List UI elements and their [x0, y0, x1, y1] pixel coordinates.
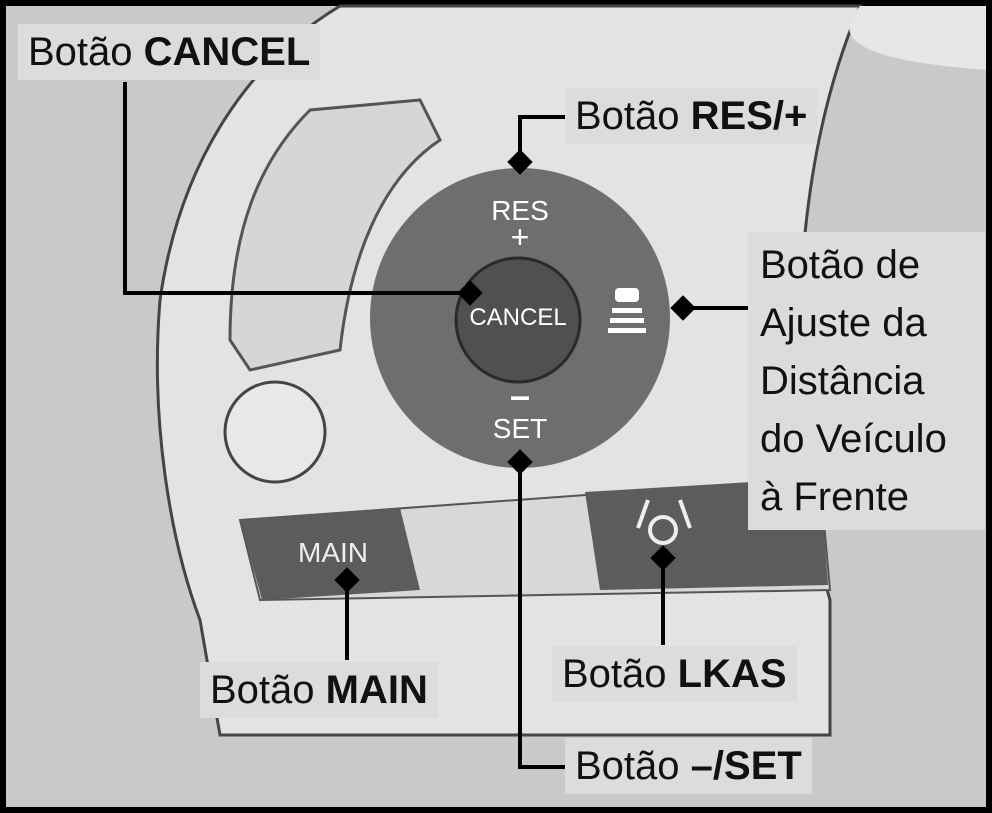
plus-text: +: [511, 219, 530, 255]
label-line: Ajuste da: [760, 301, 927, 345]
round-button[interactable]: [223, 380, 327, 484]
res-text: RES: [491, 195, 549, 226]
label-res-button: Botão RES/+: [565, 88, 818, 144]
upper-left-button: [228, 98, 442, 372]
leader-lines: [123, 82, 748, 769]
following-distance-icon: [608, 288, 646, 333]
label-name: LKAS: [677, 652, 787, 696]
label-prefix: Botão: [210, 668, 315, 712]
label-set-button: Botão –/SET: [565, 738, 812, 794]
label-name: CANCEL: [143, 30, 311, 74]
label-name: –/SET: [690, 744, 802, 788]
label-main-button: Botão MAIN: [200, 662, 438, 718]
minus-text: –: [510, 375, 530, 416]
main-button-text: MAIN: [298, 537, 368, 568]
cancel-button[interactable]: [454, 256, 582, 384]
set-text: SET: [493, 413, 547, 444]
label-name: RES/+: [690, 94, 808, 138]
label-line: Botão de: [760, 243, 921, 287]
label-cancel-button: Botão CANCEL: [18, 24, 321, 80]
label-line: do Veículo: [760, 417, 947, 461]
label-prefix: Botão: [28, 30, 133, 74]
cancel-text: CANCEL: [469, 304, 566, 331]
label-prefix: Botão: [575, 744, 680, 788]
main-button[interactable]: [240, 508, 420, 600]
leader-diamonds: [334, 149, 696, 593]
label-distance-button: Botão de Ajuste da Distância do Veículo …: [748, 232, 985, 530]
upper-trim: [849, 6, 986, 70]
label-lkas-button: Botão LKAS: [552, 646, 797, 702]
label-line: Distância: [760, 359, 925, 403]
label-line: à Frente: [760, 475, 909, 519]
lkas-icon: [636, 499, 692, 545]
label-prefix: Botão: [575, 94, 680, 138]
label-name: MAIN: [325, 668, 428, 712]
label-prefix: Botão: [562, 652, 667, 696]
